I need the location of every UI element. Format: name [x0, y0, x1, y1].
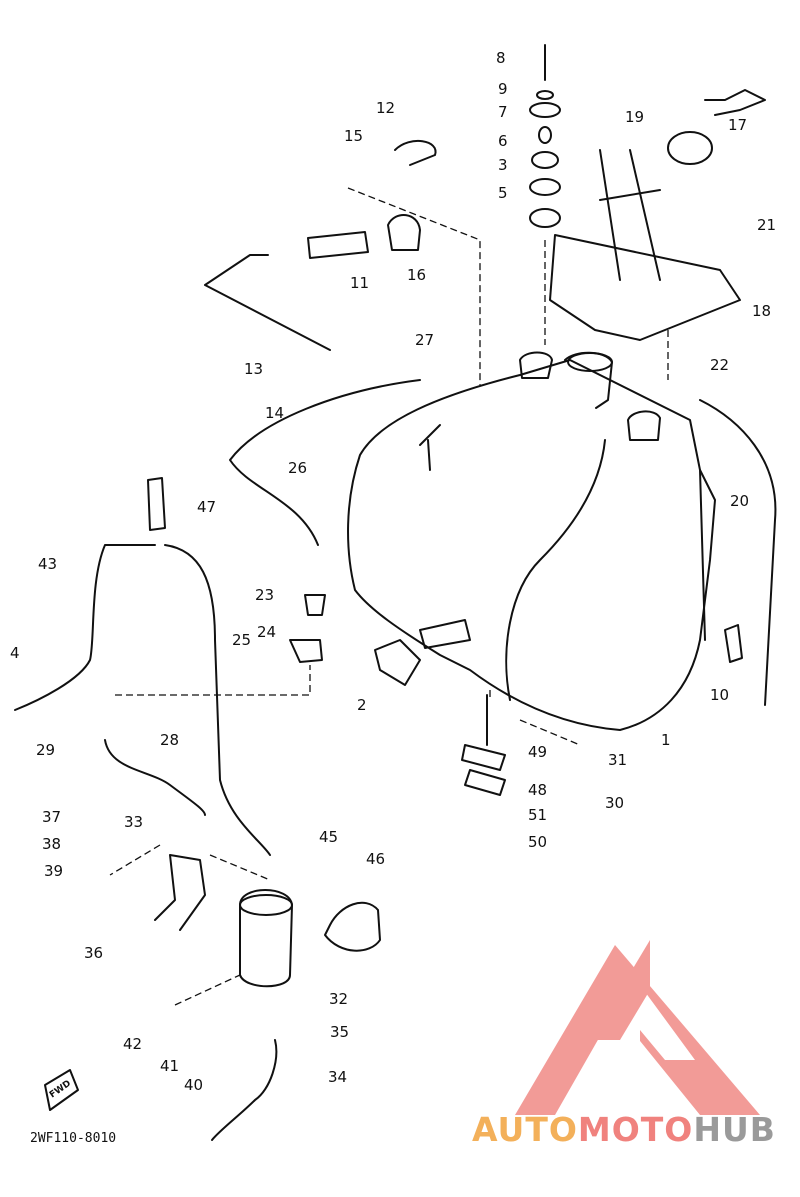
- hose-20: [699, 399, 777, 706]
- hose-fuel-line: [164, 544, 271, 856]
- drawing-code: 2WF110-8010: [30, 1131, 117, 1146]
- part-label: 37: [42, 808, 61, 826]
- hose-26: [229, 379, 421, 546]
- part-label: 51: [528, 806, 547, 824]
- part-label: 27: [415, 331, 434, 349]
- part-label: 29: [36, 741, 55, 759]
- part-label: 49: [528, 743, 547, 761]
- fuel-filter: [307, 231, 369, 259]
- watermark-logo: [515, 940, 760, 1115]
- part-label: 17: [728, 116, 747, 134]
- watermark-part: MOTO: [577, 1110, 694, 1149]
- watermark-text: AUTOMOTOHUB: [472, 1110, 776, 1149]
- part-label: 28: [160, 731, 179, 749]
- watermark-part: HUB: [693, 1110, 776, 1149]
- part-label: 10: [710, 686, 729, 704]
- tank-bracket: [549, 234, 741, 341]
- part-label: 34: [328, 1068, 347, 1086]
- hose-43: [14, 544, 156, 711]
- part-label: 14: [265, 404, 284, 422]
- hose-28: [104, 739, 206, 816]
- part-label: 12: [376, 99, 395, 117]
- part-label: 20: [730, 492, 749, 510]
- part-label: 40: [184, 1076, 203, 1094]
- part-label: 31: [608, 751, 627, 769]
- part-label: 6: [498, 132, 508, 150]
- part-label: 43: [38, 555, 57, 573]
- part-label: 22: [710, 356, 729, 374]
- part-label: 13: [244, 360, 263, 378]
- part-label: 32: [329, 990, 348, 1008]
- part-label: 11: [350, 274, 369, 292]
- part-label: 5: [498, 184, 508, 202]
- part-label: 16: [407, 266, 426, 284]
- part-label: 33: [124, 813, 143, 831]
- part-label: 8: [496, 49, 506, 67]
- fuel-cap: [667, 131, 713, 165]
- part-label: 47: [197, 498, 216, 516]
- part-label: 42: [123, 1035, 142, 1053]
- part-label: 46: [366, 850, 385, 868]
- part-label: 25: [232, 631, 251, 649]
- part-label: 15: [344, 127, 363, 145]
- part-label: 21: [757, 216, 776, 234]
- hose-34: [211, 1039, 278, 1141]
- part-label: 2: [357, 696, 367, 714]
- part-label: 35: [330, 1023, 349, 1041]
- part-label: 38: [42, 835, 61, 853]
- part-label: 18: [752, 302, 771, 320]
- part-label: 3: [498, 156, 508, 174]
- part-label: 48: [528, 781, 547, 799]
- part-label: 50: [528, 833, 547, 851]
- part-label: 19: [625, 108, 644, 126]
- fuel-tank: [347, 359, 716, 731]
- part-label: 7: [498, 103, 508, 121]
- part-label: 41: [160, 1057, 179, 1075]
- part-label: 30: [605, 794, 624, 812]
- part-label: 4: [10, 644, 20, 662]
- part-label: 36: [84, 944, 103, 962]
- fuel-pump: [239, 889, 293, 988]
- part-label: 39: [44, 862, 63, 880]
- part-label: 26: [288, 459, 307, 477]
- part-label: 1: [661, 731, 671, 749]
- part-label: 24: [257, 623, 276, 641]
- part-labels: 1 2 3 4 5 6 7 8 9 10 11 12 13 14 15 16 1…: [10, 49, 776, 1100]
- part-label: 45: [319, 828, 338, 846]
- fuel-cock: [461, 744, 506, 771]
- watermark-part: AUTO: [472, 1110, 578, 1149]
- part-label: 9: [498, 80, 508, 98]
- part-label: 23: [255, 586, 274, 604]
